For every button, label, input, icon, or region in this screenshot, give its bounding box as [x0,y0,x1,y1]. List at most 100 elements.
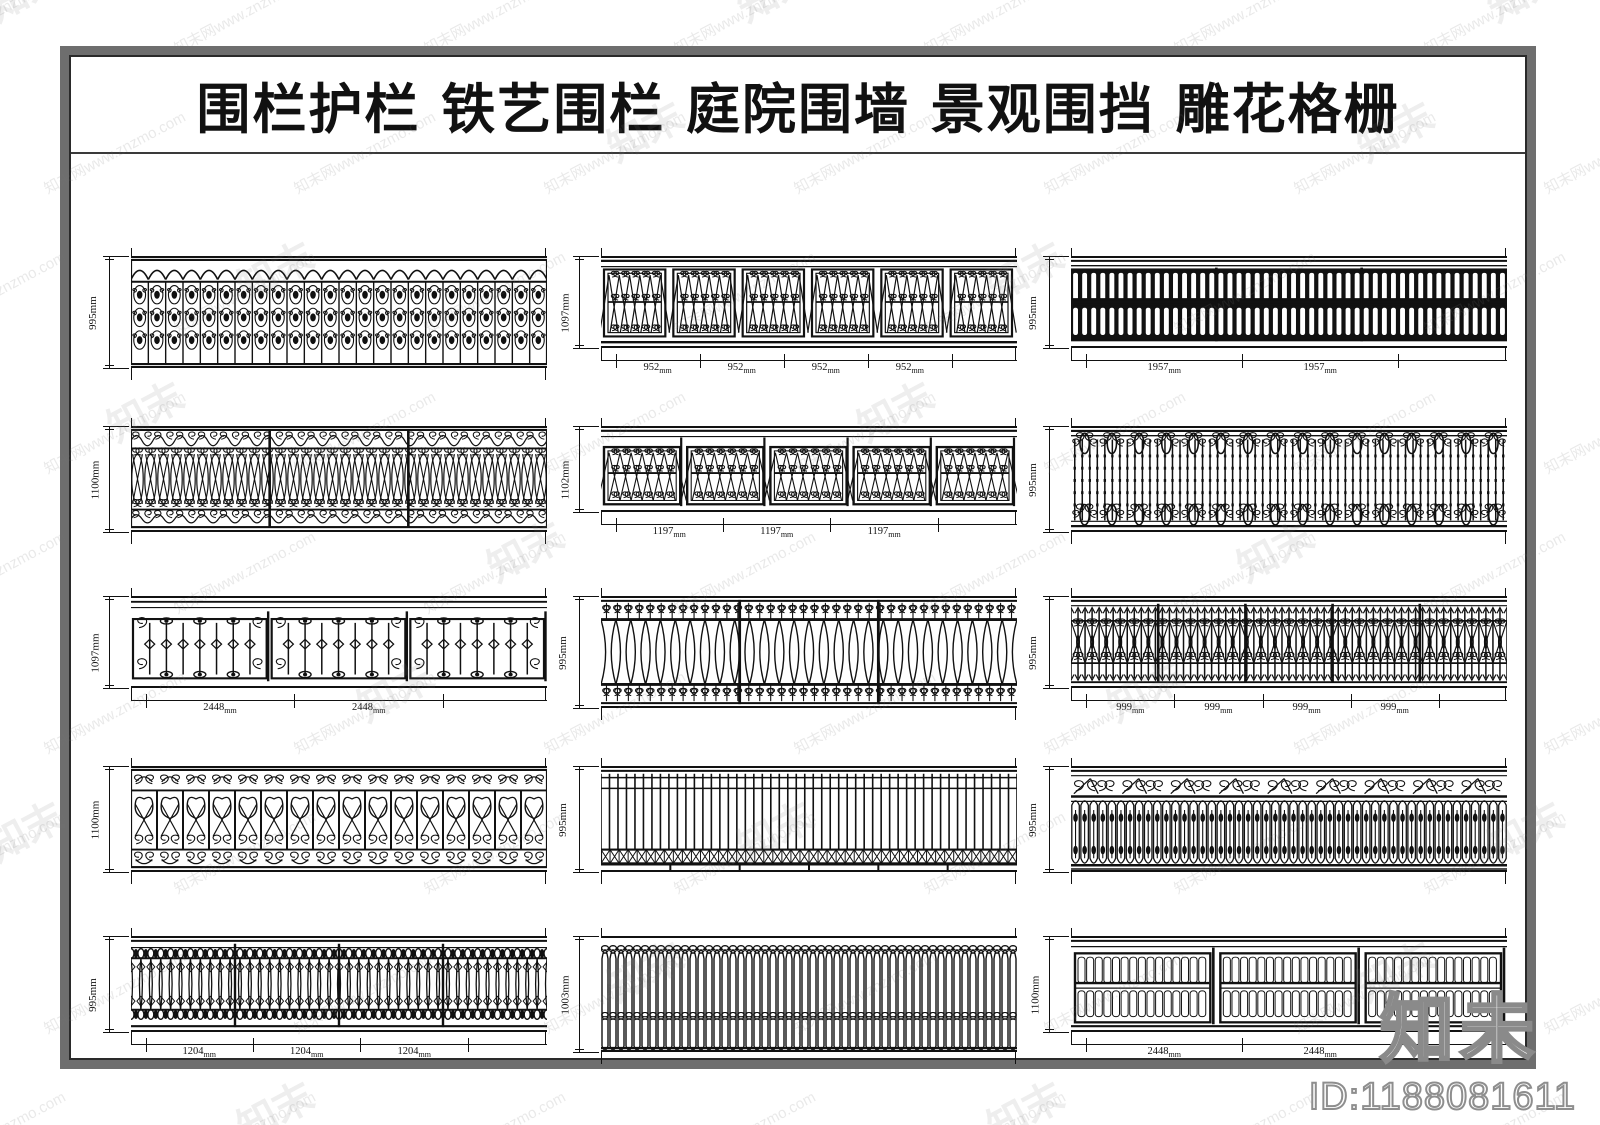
fence-elevation [131,936,547,1032]
dim-tick [253,1038,255,1052]
dim-line [1071,1044,1507,1045]
dim-tick [1045,869,1054,870]
width-dimension-strip: 2448mm 2448mm [1071,1038,1507,1064]
width-dimension-segment: 952mm [868,354,952,380]
watermark-text: 知末网www.znzmo.com [0,808,69,898]
width-dimension-label: 1957mm [1303,362,1337,376]
height-dimension: 1100mm [1029,924,1069,1066]
dim-tick [575,509,584,510]
height-dimension: 995mm [557,584,599,722]
drawing-body: 995mm 1204mm 1204mm 1204mm [87,924,547,1066]
width-dimension-label: 999mm [1380,702,1409,716]
dim-extension-line [1043,766,1069,767]
fence-elevation [1071,936,1507,1032]
fence-elevation [131,596,547,688]
height-dimension: 1003mm [559,924,599,1066]
fence-elevation [131,256,547,368]
width-dimension-label: 1204mm [290,1046,324,1060]
width-dimension-label: 2448mm [352,702,386,716]
dim-tick [105,599,114,600]
height-dimension: 1097mm [559,244,599,382]
dim-tick [575,599,584,600]
dim-tick [1242,1038,1244,1052]
width-dimension-segment: 1197mm [616,518,723,544]
width-dimension-label: 952mm [811,362,840,376]
height-dimension: 1100mm [89,754,129,886]
width-dimension-label: 1957mm [1147,362,1181,376]
fence-elevation [601,936,1017,1052]
dim-extension-line [1043,872,1069,873]
width-dimension-segment: 999mm [1174,694,1262,720]
width-dimension-segment: 1204mm [146,1038,253,1064]
height-dimension: 995mm [557,754,599,886]
width-dimension-segment: 2448mm [1242,1038,1398,1064]
height-dimension: 995mm [87,244,129,382]
brand-logo: 知未 [1379,987,1540,1073]
dim-tick [575,429,584,430]
dim-extension-line [103,596,129,597]
fence-elevation [1071,256,1507,348]
dim-tick [360,1038,362,1052]
dim-tick [1086,1038,1088,1052]
watermark-text: 知末网www.znzmo.com [1541,108,1600,198]
drawing-body: 995mm [557,754,1017,886]
dim-extension-line [1043,688,1069,689]
fence-pattern-scroll-top-baluster [1071,766,1507,872]
dim-extension-line [573,596,599,597]
watermark-text: 知末网www.znzmo.com [1541,948,1600,1038]
height-dimension: 995mm [1026,414,1069,546]
dim-tick [1045,685,1054,686]
width-dimension-label: 999mm [1204,702,1233,716]
dim-line [131,700,547,701]
dim-extension-line [103,426,129,427]
dim-tick [105,429,114,430]
width-dimension-label: 999mm [1116,702,1145,716]
dim-line [1049,596,1050,688]
fence-elevation [1071,426,1507,532]
width-dimension-strip: 1957mm 1957mm [1071,354,1507,380]
watermark-text: 知末网www.znzmo.com [1541,388,1600,478]
dim-tick [951,354,953,368]
dim-extension-line [103,872,129,873]
dim-tick [830,518,832,532]
height-dimension: 995mm [1027,584,1069,722]
dim-tick [783,354,785,368]
watermark-text: 知末网www.znzmo.com [670,1086,819,1125]
fence-elevation [1071,766,1507,872]
dim-extension-line [1043,1032,1069,1033]
fence-pattern-heart-scroll-panels [131,766,547,872]
title-band: 围栏护栏 铁艺围栏 庭院围墙 景观围挡 雕花格栅 [71,57,1525,154]
watermark-text: 知末网www.znzmo.com [920,1086,1069,1125]
width-dimension-label: 1204mm [397,1046,431,1060]
fence-pattern-ring-baluster-band [131,936,547,1032]
fence-elevation [131,426,547,532]
dim-tick [1174,694,1176,708]
dim-line [109,256,110,368]
fence-elevation [131,766,547,872]
dim-line [109,766,110,872]
fence-drawing-12: 995mm [1027,754,1507,886]
dim-line [1071,360,1507,361]
width-dimension-label: 2448mm [1147,1046,1181,1060]
dim-extension-line [573,936,599,937]
fence-drawing-10: 1100mm [89,754,547,886]
width-dimension-segment: 999mm [1086,694,1174,720]
height-dimension: 995mm [87,924,129,1066]
height-dimension-label: 995mm [1026,463,1039,497]
width-dimension-strip: 1204mm 1204mm 1204mm [131,1038,547,1064]
dim-tick [1086,694,1088,708]
fence-pattern-interlaced-oval-mesh [601,596,1017,708]
watermark-text: 知末网www.znzmo.com [420,1086,569,1125]
watermark-logo-glyph: 知末 [1475,0,1573,33]
dim-tick [105,939,114,940]
dim-tick [1045,529,1054,530]
dim-tick [105,365,114,366]
dim-tick [575,705,584,706]
dim-tick [105,259,114,260]
dim-tick [105,769,114,770]
dim-tick [1086,354,1088,368]
